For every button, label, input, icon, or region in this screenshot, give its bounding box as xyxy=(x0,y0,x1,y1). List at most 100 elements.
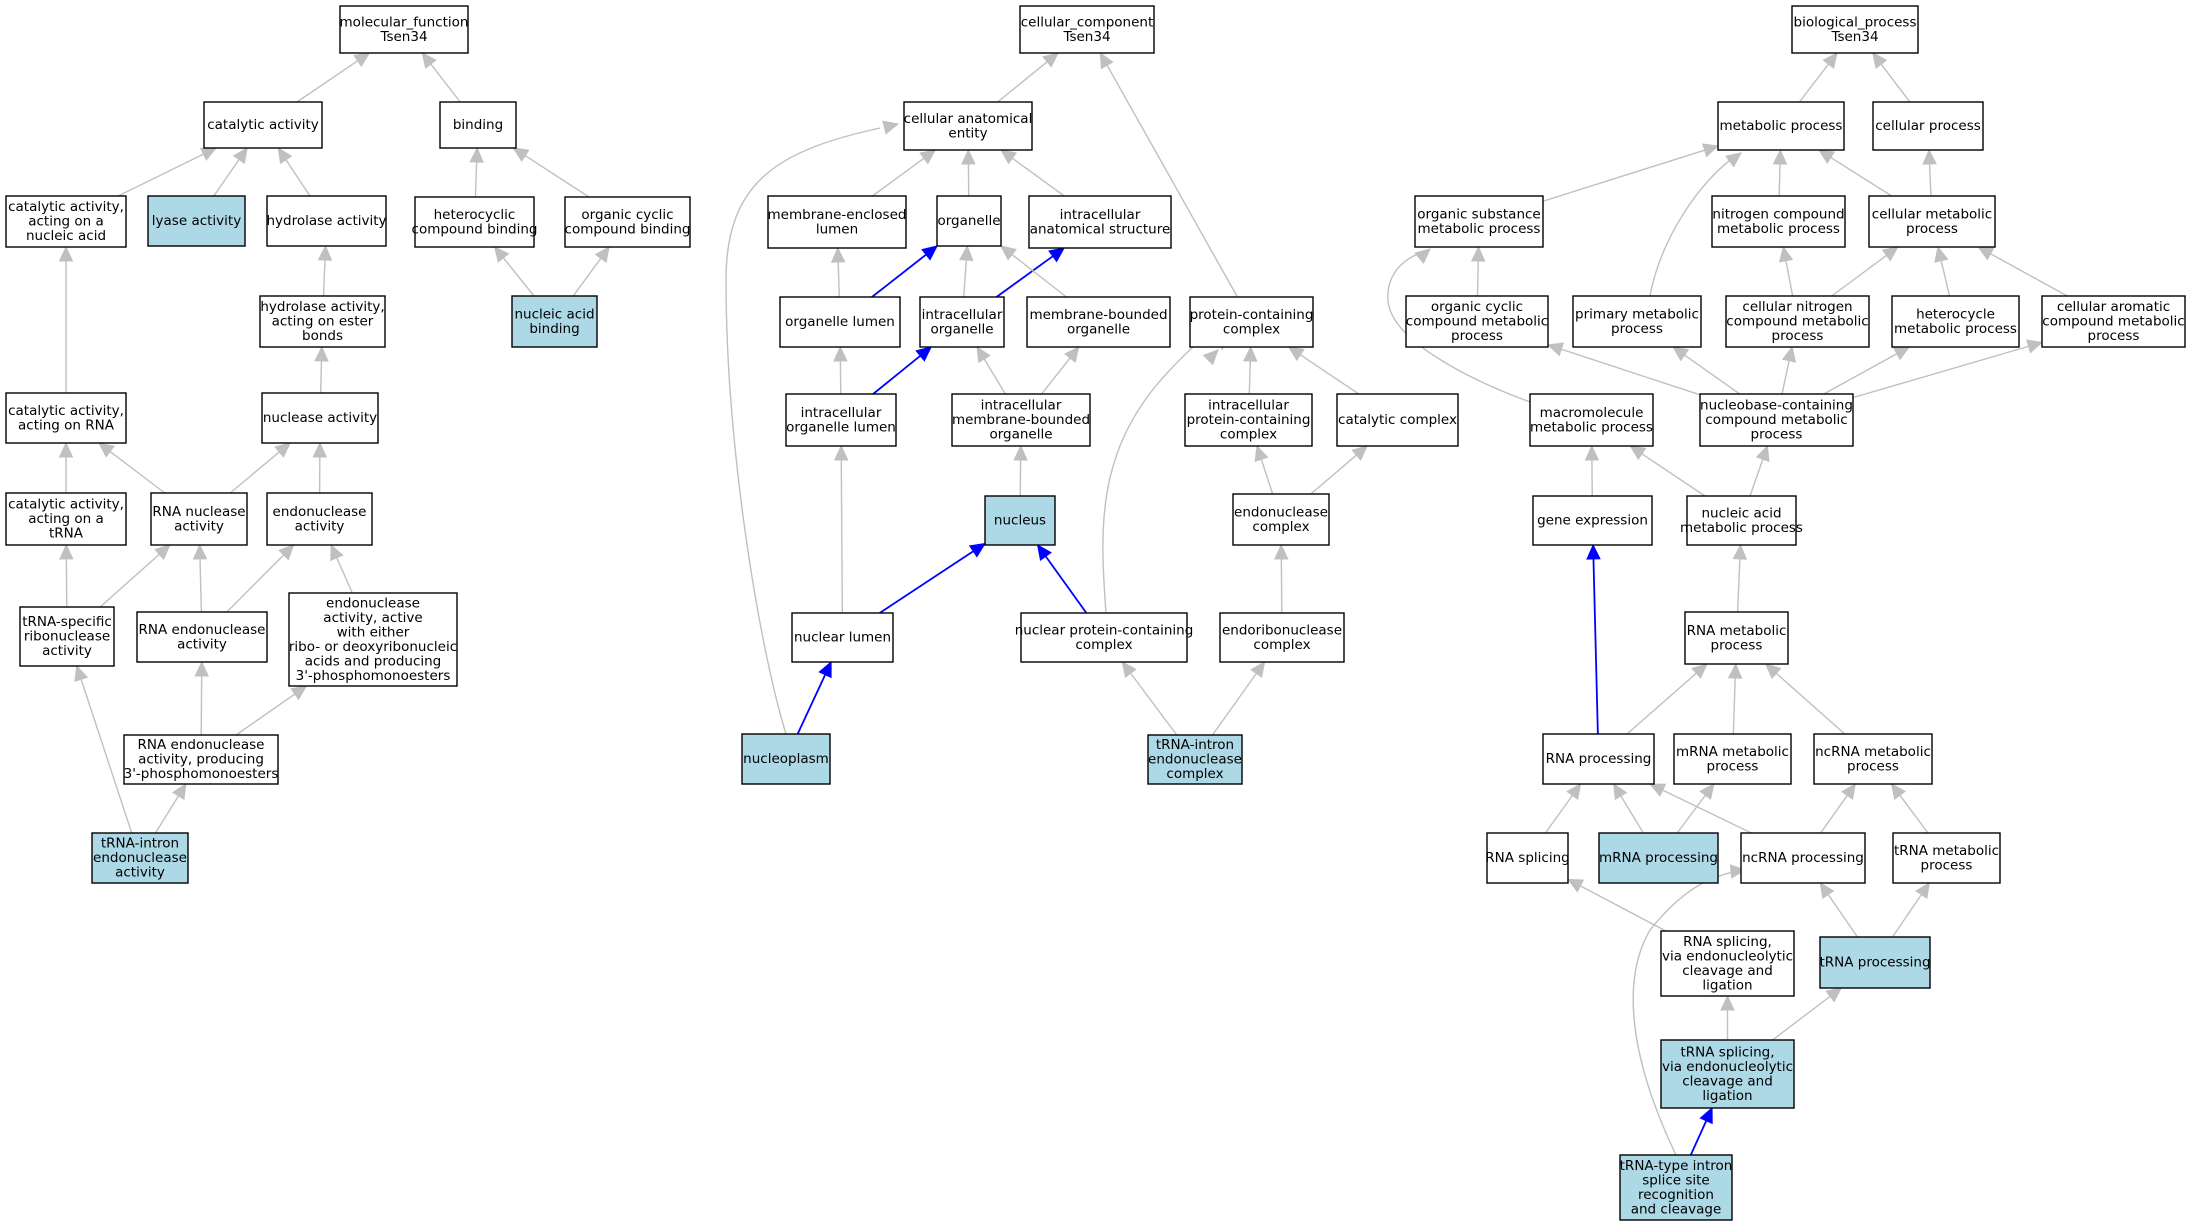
edge-arrowhead xyxy=(58,441,74,458)
edge-org_cyc_bind-to-binding xyxy=(512,147,590,198)
node-label-line: process xyxy=(2088,328,2140,344)
edge-arrowhead xyxy=(353,52,371,68)
edge-cell_nitro-to-nitro xyxy=(1778,245,1794,297)
node-trna-splice-endo[interactable]: tRNA splicing,via endonucleolyticcleavag… xyxy=(1660,1039,1795,1109)
node-org-lumen[interactable]: organelle lumen xyxy=(779,296,901,348)
edge-org_cyc_metab-to-org_sub xyxy=(1470,245,1486,297)
node-label-line: endonuclease xyxy=(273,504,367,520)
edge-nucleus-to-ic_mb_org xyxy=(1013,444,1028,497)
node-cat-complex[interactable]: catalytic complex xyxy=(1336,393,1459,447)
node-label-line: complex xyxy=(1223,321,1280,337)
edge-line xyxy=(1010,156,1065,197)
edge-arrowhead xyxy=(830,246,846,263)
node-ncrna-proc[interactable]: ncRNA processing xyxy=(1740,832,1866,884)
edge-nitro-to-metab xyxy=(1772,148,1788,197)
edge-rna_proc-to-rna_metab xyxy=(1626,663,1708,735)
node-nuc-lumen[interactable]: nuclear lumen xyxy=(791,612,894,663)
node-label-line: RNA splicing xyxy=(1485,850,1569,866)
edge-arrowhead xyxy=(1817,149,1836,164)
node-rna-proc[interactable]: RNA processing xyxy=(1542,733,1655,785)
node-box xyxy=(439,101,517,149)
node-rna-splice-endo[interactable]: RNA splicing,via endonucleolyticcleavage… xyxy=(1660,930,1795,997)
edge-arrowhead xyxy=(1099,51,1114,70)
node-nucleus[interactable]: nucleus xyxy=(984,495,1056,546)
node-lyase[interactable]: lyase activity xyxy=(147,195,246,247)
node-gene-expr[interactable]: gene expression xyxy=(1532,495,1653,546)
edge-ic_org-to-ias xyxy=(995,247,1066,298)
node-trna-proc[interactable]: tRNA processing xyxy=(1819,936,1931,989)
node-cellular[interactable]: cellular process xyxy=(1872,101,1984,151)
node-metab[interactable]: metabolic process xyxy=(1717,101,1845,151)
edge-arrowhead xyxy=(1629,445,1647,461)
edge-line xyxy=(1823,352,1899,395)
node-cat-rna[interactable]: catalytic activity,acting on RNA xyxy=(5,392,127,444)
edge-arrowhead xyxy=(921,245,939,261)
edge-org_sub-to-metab xyxy=(1542,143,1720,202)
edge-nucleobase-to-cell_nitro xyxy=(1781,345,1797,395)
edge-line xyxy=(1682,353,1741,395)
node-label-line: mRNA processing xyxy=(1599,850,1718,866)
node-nuclease[interactable]: nuclease activity xyxy=(261,392,379,444)
node-nucleoplasm[interactable]: nucleoplasm xyxy=(741,733,831,785)
edge-line xyxy=(1660,788,1752,834)
edge-rna_endo-to-endonuclease xyxy=(226,544,295,613)
node-box xyxy=(1529,393,1654,447)
node-rna-splicing[interactable]: RNA splicing xyxy=(1485,832,1570,884)
node-mrna-proc[interactable]: mRNA processing xyxy=(1598,832,1719,884)
node-label-line: ncRNA metabolic xyxy=(1815,744,1931,760)
node-hydrolase[interactable]: hydrolase activity xyxy=(266,195,387,247)
node-label-line: membrane-bounded xyxy=(1029,307,1167,323)
node-box xyxy=(1020,612,1188,663)
node-label-line: complex xyxy=(1166,766,1223,782)
node-cat[interactable]: catalytic activity xyxy=(203,101,323,149)
edge-line xyxy=(1387,251,1531,403)
node-organelle[interactable]: organelle xyxy=(936,195,1002,247)
node-binding[interactable]: binding xyxy=(439,101,517,149)
